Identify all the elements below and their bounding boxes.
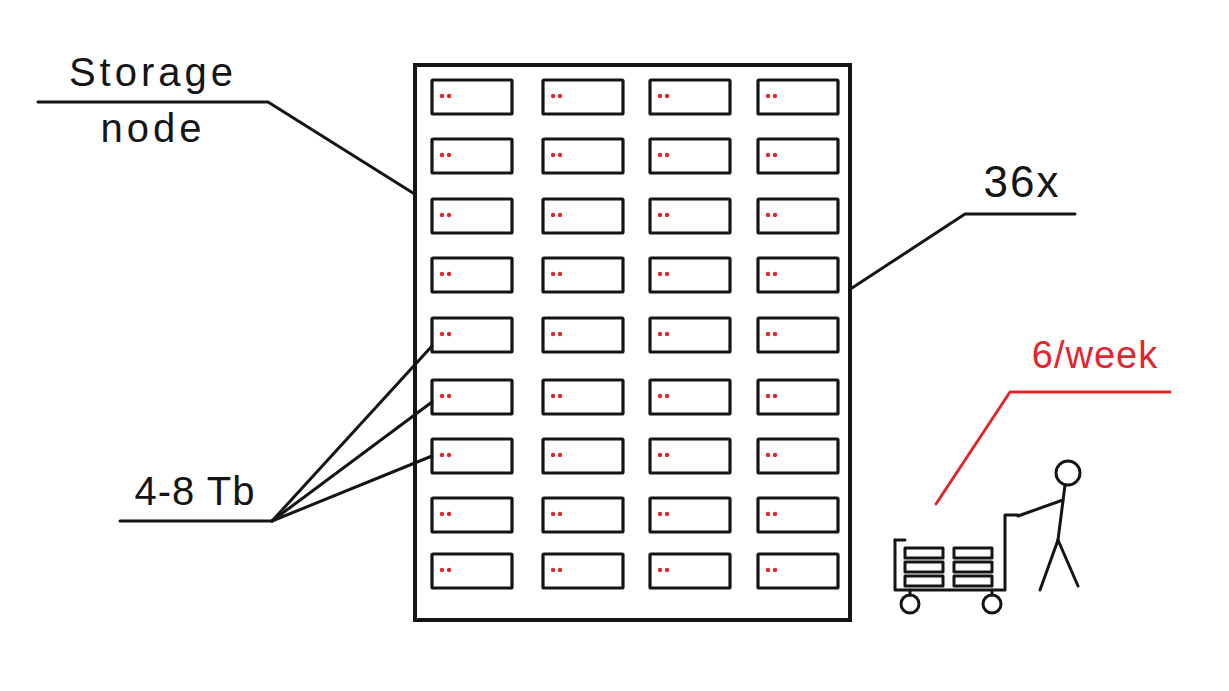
drive — [543, 380, 623, 414]
drive — [650, 258, 730, 292]
storage-rack — [415, 65, 850, 620]
leader-line — [38, 102, 413, 193]
drive — [650, 439, 730, 473]
drive — [543, 139, 623, 173]
drive — [758, 318, 838, 352]
drive — [758, 80, 838, 114]
drive — [543, 80, 623, 114]
drive — [650, 498, 730, 532]
drive — [650, 318, 730, 352]
drive — [758, 498, 838, 532]
leader-line — [272, 456, 432, 521]
drive — [432, 258, 512, 292]
leader-line — [852, 214, 1075, 288]
drive — [650, 80, 730, 114]
drive — [543, 439, 623, 473]
leader-line — [272, 402, 432, 521]
leader-line — [120, 520, 272, 523]
drive — [432, 380, 512, 414]
drive — [432, 439, 512, 473]
callout-label: 4-8 Tb — [115, 466, 275, 516]
drive — [432, 80, 512, 114]
leader-line — [936, 392, 1170, 504]
drive — [543, 318, 623, 352]
cart-with-person — [895, 461, 1080, 613]
drive — [432, 498, 512, 532]
drive — [432, 139, 512, 173]
drive — [758, 439, 838, 473]
drive — [650, 380, 730, 414]
drive — [543, 258, 623, 292]
drive — [758, 199, 838, 233]
leader-line — [272, 346, 432, 521]
drive — [758, 554, 838, 588]
callout-label: 6/week — [1005, 330, 1185, 380]
drive — [432, 199, 512, 233]
drive — [432, 318, 512, 352]
drive — [432, 554, 512, 588]
drive — [650, 139, 730, 173]
drive-grid — [432, 80, 838, 588]
drive — [543, 199, 623, 233]
drive — [650, 554, 730, 588]
drive — [543, 554, 623, 588]
drive — [758, 258, 838, 292]
callout-label: Storage node — [35, 44, 271, 156]
drive — [758, 380, 838, 414]
callout-label: 36x — [962, 156, 1082, 208]
drive — [650, 199, 730, 233]
drive — [543, 498, 623, 532]
drive — [758, 139, 838, 173]
